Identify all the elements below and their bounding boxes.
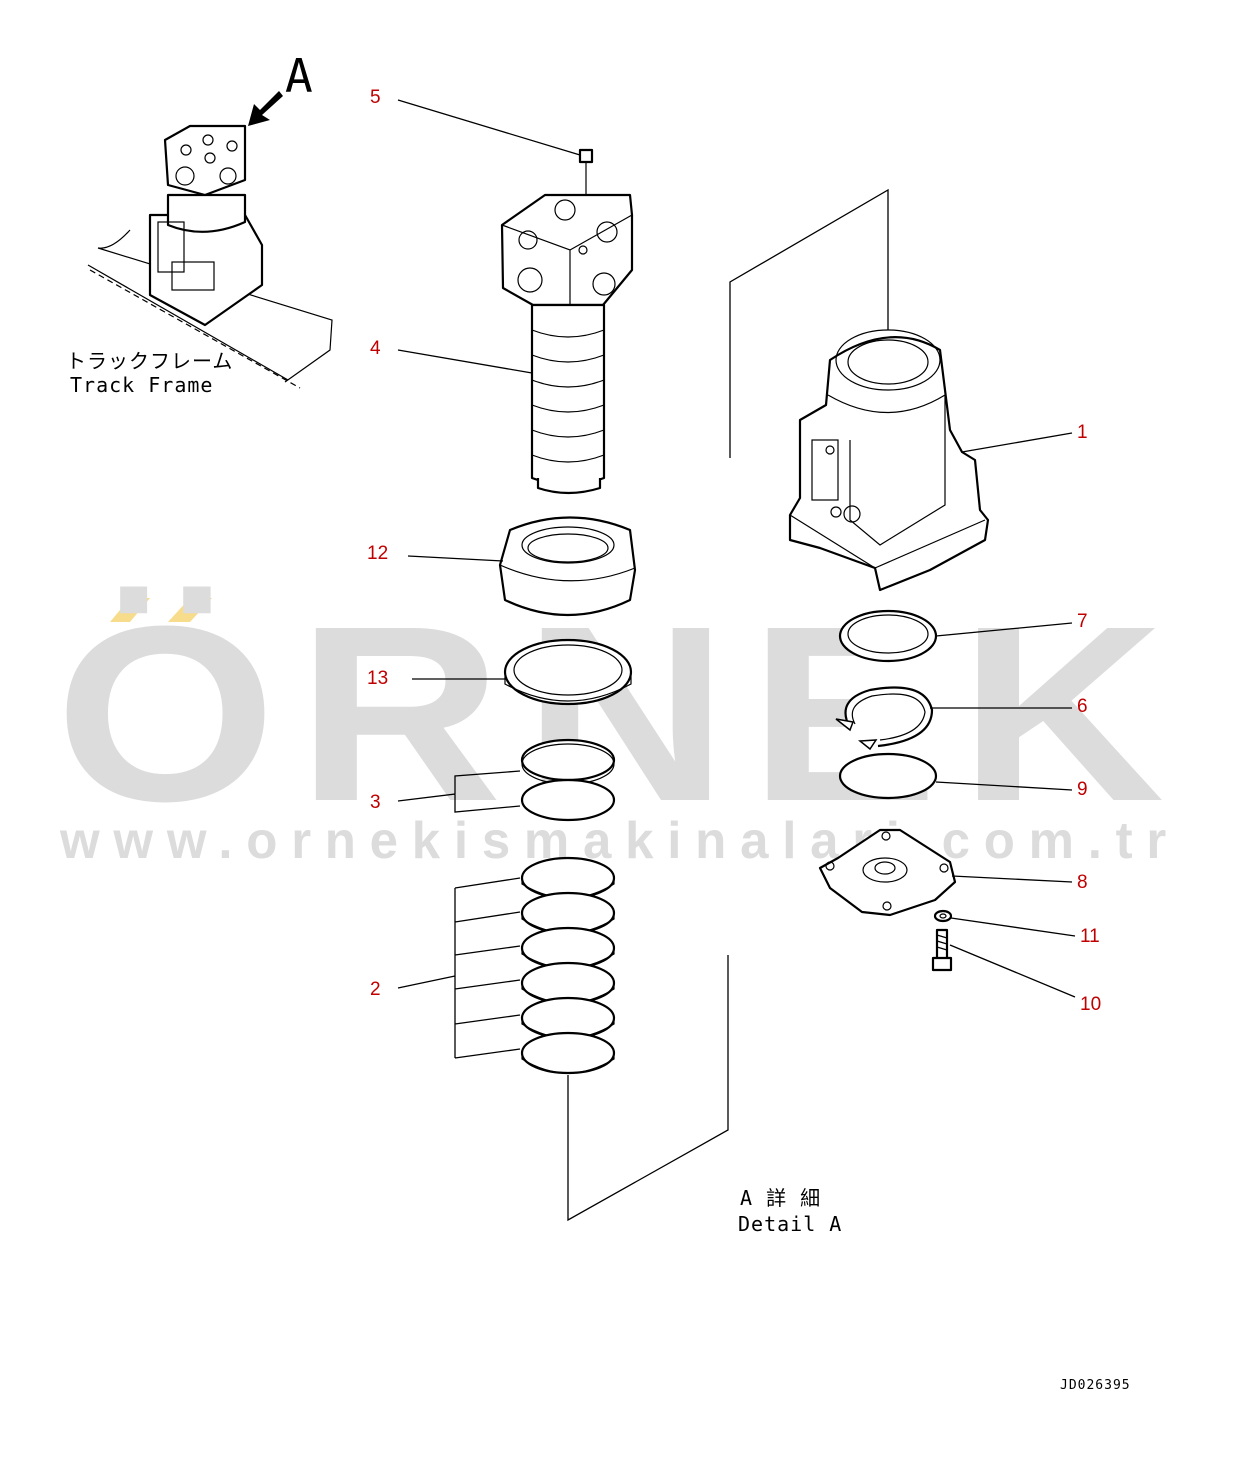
assembly-lines	[567, 188, 889, 1222]
leader-lines	[397, 99, 1076, 1059]
part-13-ring	[503, 638, 633, 706]
callout-11: 11	[1080, 926, 1100, 947]
overview-assembly: A トラックフレーム Track Frame	[66, 49, 333, 397]
ring-2-6	[520, 1031, 616, 1075]
callout-12: 12	[367, 543, 388, 564]
part-1-body	[788, 329, 990, 592]
part-3-rings	[520, 738, 616, 822]
part-6-snap-ring	[835, 686, 934, 751]
watermark: ÖRNEK www.ornekismakinalari.com.tr	[55, 574, 1180, 870]
callout-9: 9	[1077, 779, 1088, 800]
watermark-accent-left	[110, 598, 150, 622]
callout-labels: 5 4 12 13 3 2 1 7 6 9 8 11 10	[367, 87, 1101, 1015]
part-10-bolt	[931, 928, 953, 972]
overview-body	[148, 213, 264, 327]
callout-6: 6	[1077, 696, 1088, 717]
part-4-swivel-shaft	[500, 193, 634, 495]
drawing-id: JD026395	[1060, 1378, 1131, 1393]
track-frame-jp: トラックフレーム	[66, 349, 233, 373]
watermark-url: www.ornekismakinalari.com.tr	[59, 812, 1180, 870]
callout-1: 1	[1077, 422, 1088, 443]
detail-label-jp: A 詳 細	[740, 1186, 821, 1210]
ring-2-edge-6	[521, 1053, 615, 1074]
part-7-ring	[838, 609, 938, 663]
part-11-washer	[933, 909, 953, 923]
part-8-cover	[818, 828, 957, 917]
callout-3: 3	[370, 792, 381, 813]
callout-2: 2	[370, 979, 381, 1000]
track-frame-en: Track Frame	[70, 373, 213, 397]
callout-7: 7	[1077, 611, 1088, 632]
callout-10: 10	[1080, 994, 1101, 1015]
part-9-oring	[838, 752, 938, 800]
detail-label-en: Detail A	[738, 1212, 842, 1236]
callout-13: 13	[367, 668, 388, 689]
callout-8: 8	[1077, 872, 1088, 893]
callout-5: 5	[370, 87, 381, 108]
callout-4: 4	[370, 338, 381, 359]
view-arrow-icon	[248, 91, 283, 126]
watermark-accent-right	[168, 598, 212, 622]
part-2-rings	[520, 856, 616, 1075]
view-letter: A	[285, 49, 314, 103]
part-12-seal	[498, 516, 637, 617]
